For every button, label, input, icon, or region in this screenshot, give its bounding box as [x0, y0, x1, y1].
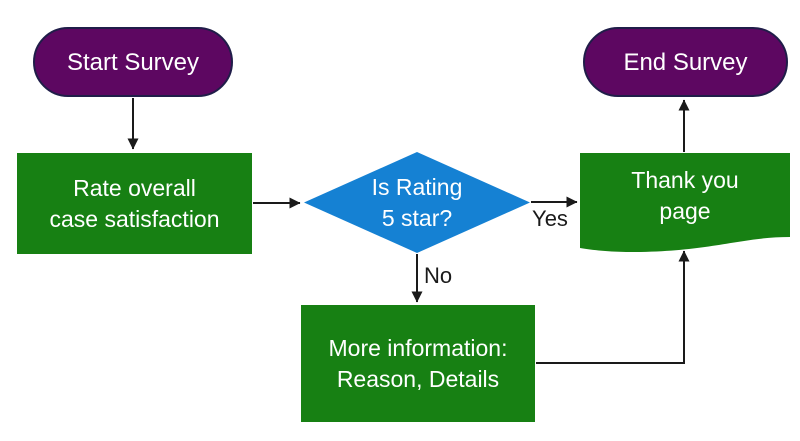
more-information-label-line1: More information: — [328, 334, 508, 361]
decision-diamond-shape — [304, 152, 530, 253]
start-survey-node: Start Survey — [33, 27, 233, 97]
thank-you-document-shape — [580, 153, 790, 252]
rate-satisfaction-node: Rate overall case satisfaction — [17, 153, 252, 254]
yes-edge-label: Yes — [532, 206, 568, 231]
end-survey-node: End Survey — [583, 27, 788, 97]
end-survey-label: End Survey — [623, 48, 748, 76]
more-information-label-line2: Reason, Details — [336, 365, 500, 392]
start-survey-label: Start Survey — [66, 48, 200, 76]
rate-satisfaction-label-line1: Rate overall — [73, 174, 196, 201]
more-information-node: More information: Reason, Details — [301, 305, 535, 422]
no-edge-label: No — [424, 263, 453, 288]
rate-satisfaction-label-line2: case satisfaction — [49, 205, 220, 232]
arrow-moreinfo-to-thankyou — [536, 250, 690, 364]
